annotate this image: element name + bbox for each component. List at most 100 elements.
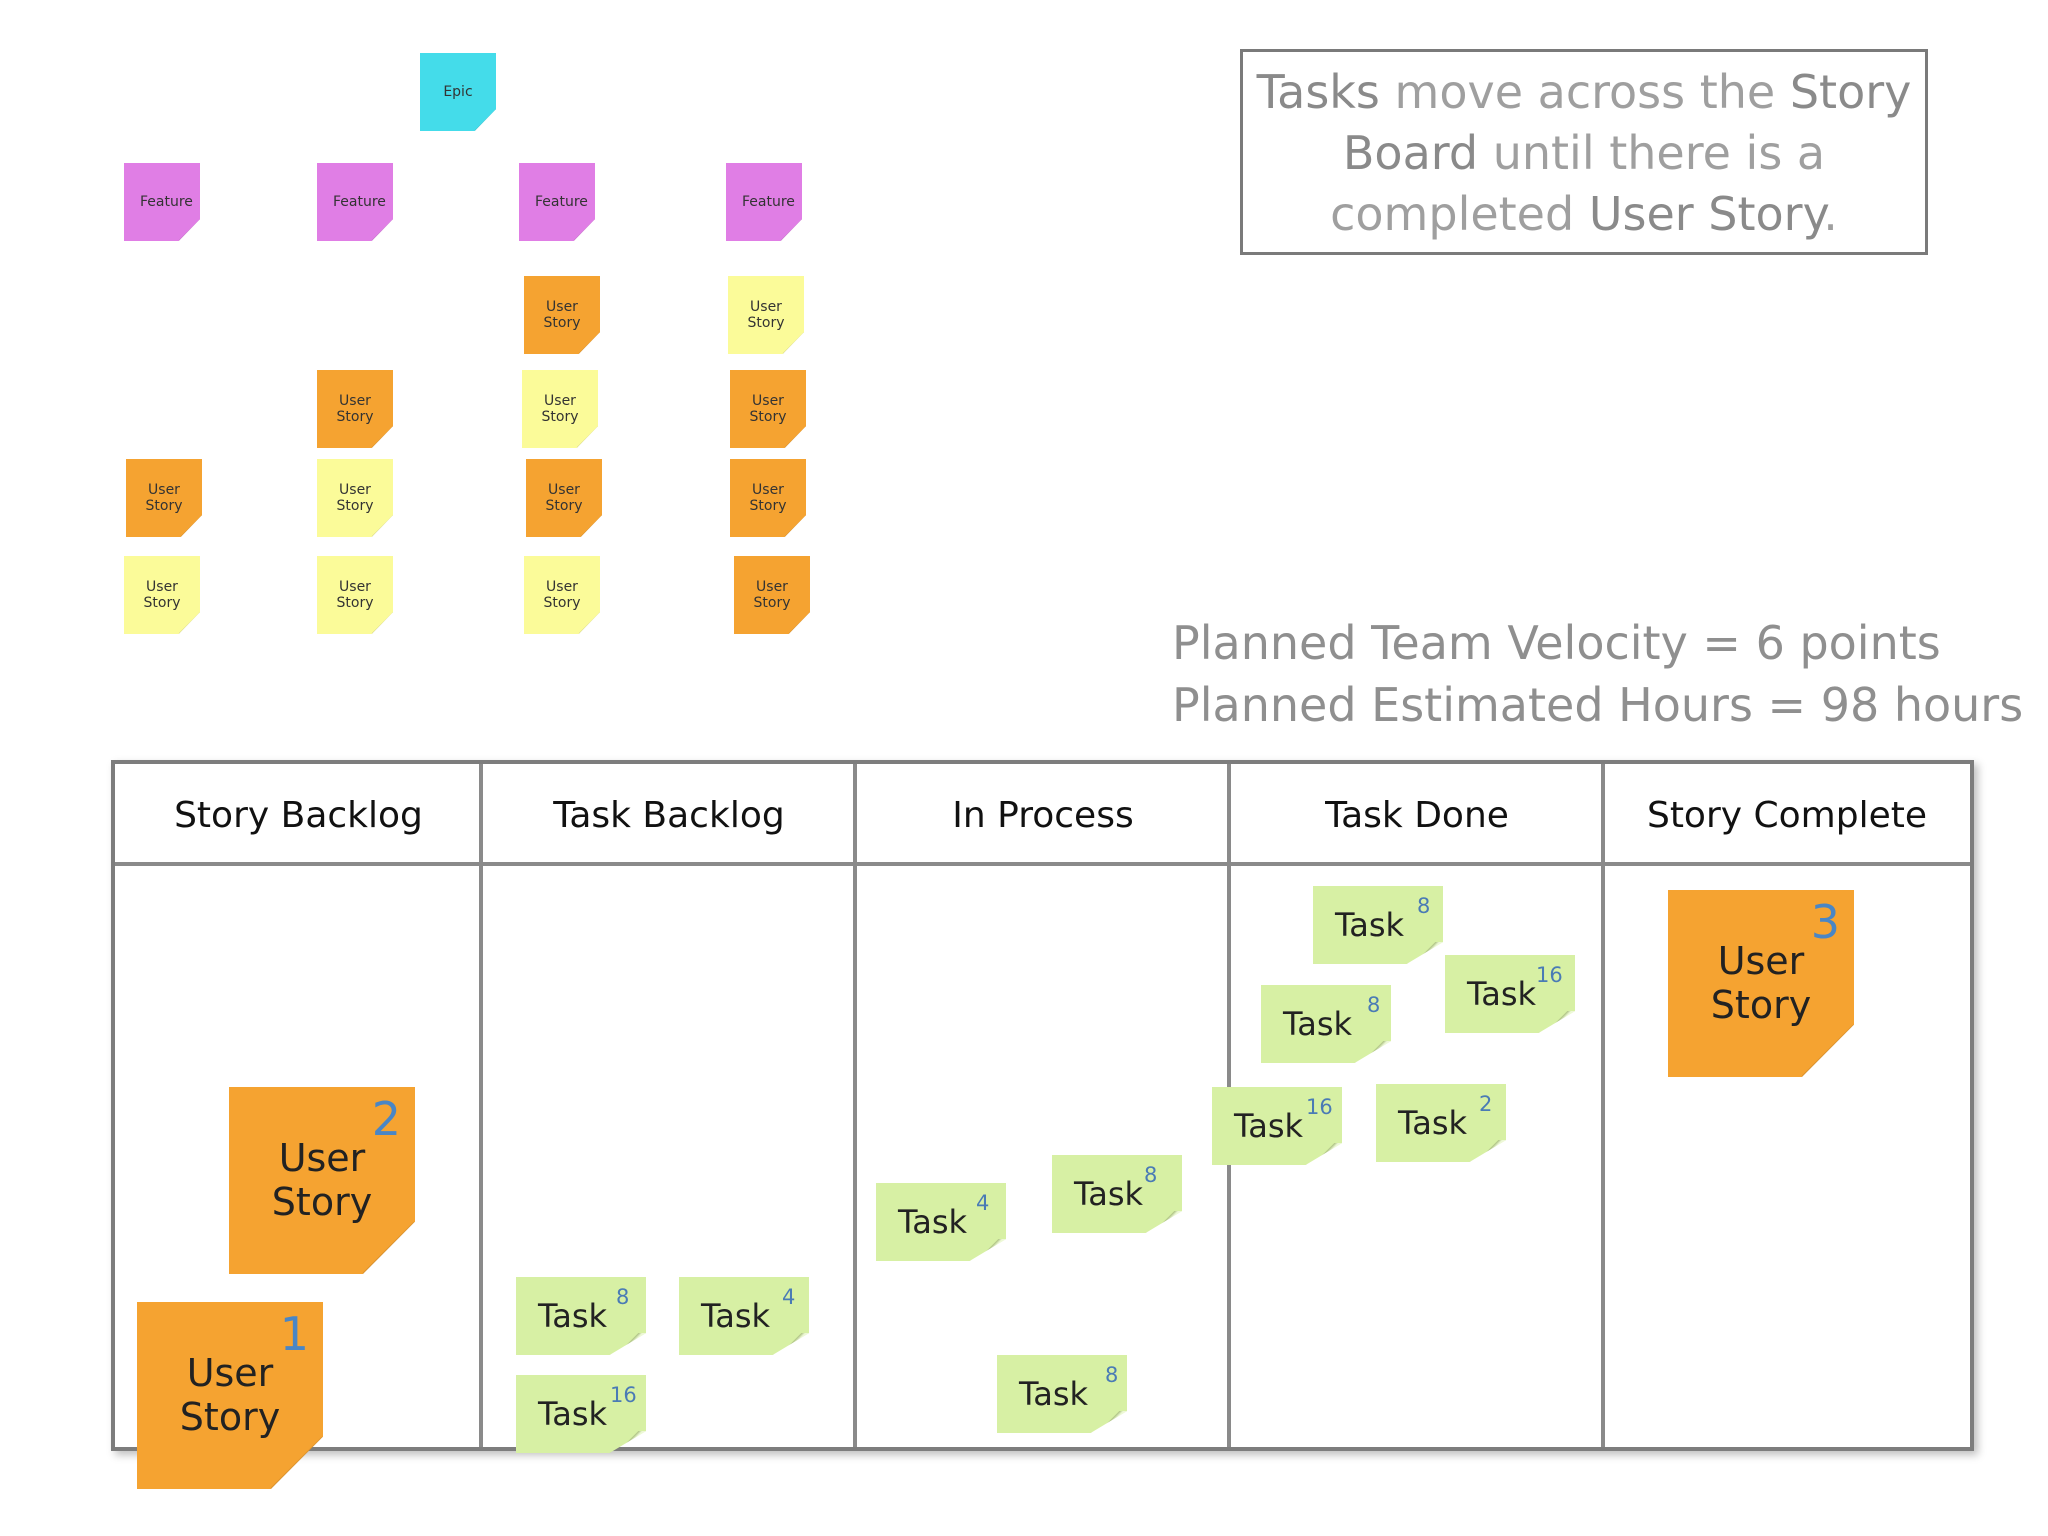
story-note-mini: User Story xyxy=(524,276,600,354)
task-label: Task xyxy=(1283,1004,1353,1043)
column-title: Task Done xyxy=(1325,794,1509,836)
task-label: Task xyxy=(538,1296,608,1335)
story-label-mini: User Story xyxy=(753,578,791,611)
feature-note: Feature xyxy=(124,163,200,241)
story-note-mini: User Story xyxy=(522,370,598,448)
story-label-mini: User Story xyxy=(541,392,579,425)
task-label: Task xyxy=(1398,1103,1468,1142)
info-text: move across the xyxy=(1379,65,1790,119)
info-text: . xyxy=(1823,187,1838,241)
story-label-mini: User Story xyxy=(545,481,583,514)
story-note-mini: User Story xyxy=(126,459,202,537)
story-label: User Story xyxy=(1710,938,1812,1027)
story-note-mini: User Story xyxy=(730,370,806,448)
epic-label: Epic xyxy=(443,83,473,100)
header-divider xyxy=(115,862,1970,866)
story-note-mini: User Story xyxy=(728,276,804,354)
story-note-mini: User Story xyxy=(124,556,200,634)
info-text: until there is a xyxy=(1478,126,1826,180)
feature-note: Feature xyxy=(519,163,595,241)
story-label: User Story xyxy=(179,1350,281,1439)
story-label-mini: User Story xyxy=(336,481,374,514)
story-note-mini: User Story xyxy=(524,556,600,634)
task-hours: 8 xyxy=(1144,1163,1158,1187)
story-label-mini: User Story xyxy=(749,481,787,514)
column-divider xyxy=(1601,764,1605,1447)
task-hours: 8 xyxy=(1367,993,1381,1017)
task-label: Task xyxy=(898,1202,968,1241)
user-story-card[interactable]: User Story 2 xyxy=(229,1087,415,1274)
feature-label: Feature xyxy=(535,193,588,210)
story-label-mini: User Story xyxy=(543,298,581,331)
column-header-task-backlog: Task Backlog xyxy=(482,764,856,866)
user-story-card[interactable]: User Story 1 xyxy=(137,1302,323,1489)
story-label-mini: User Story xyxy=(336,392,374,425)
story-points: 3 xyxy=(1810,895,1840,949)
info-line-3: completed User Story. xyxy=(1243,184,1925,245)
task-card[interactable]: Task 2 xyxy=(1376,1084,1506,1162)
velocity-line: Planned Team Velocity = 6 points xyxy=(1172,616,1941,670)
story-label-mini: User Story xyxy=(749,392,787,425)
task-card[interactable]: Task 8 xyxy=(997,1355,1127,1433)
task-label: Task xyxy=(1467,974,1537,1013)
task-hours: 16 xyxy=(1306,1095,1333,1119)
story-label-mini: User Story xyxy=(747,298,785,331)
task-card[interactable]: Task 4 xyxy=(679,1277,809,1355)
user-story-card[interactable]: User Story 3 xyxy=(1668,890,1854,1077)
story-points: 1 xyxy=(279,1307,309,1361)
task-card[interactable]: Task 8 xyxy=(1313,886,1443,964)
epic-note: Epic xyxy=(420,53,496,131)
column-header-in-process: In Process xyxy=(856,764,1230,866)
column-divider xyxy=(853,764,857,1447)
story-note-mini: User Story xyxy=(317,459,393,537)
column-title: Task Backlog xyxy=(553,794,785,836)
feature-label: Feature xyxy=(333,193,386,210)
task-label: Task xyxy=(701,1296,771,1335)
story-label: User Story xyxy=(271,1135,373,1224)
task-card[interactable]: Task 16 xyxy=(1212,1087,1342,1165)
feature-label: Feature xyxy=(140,193,193,210)
story-points: 2 xyxy=(371,1092,401,1146)
info-highlight: Story xyxy=(1789,65,1912,119)
info-text: completed xyxy=(1330,187,1589,241)
hours-line: Planned Estimated Hours = 98 hours xyxy=(1172,678,2024,732)
info-line-1: Tasks move across the Story xyxy=(1243,62,1925,123)
story-note-mini: User Story xyxy=(734,556,810,634)
task-card[interactable]: Task 16 xyxy=(1445,955,1575,1033)
column-header-story-backlog: Story Backlog xyxy=(115,764,482,866)
info-highlight: Tasks xyxy=(1256,65,1380,119)
task-label: Task xyxy=(538,1394,608,1433)
task-hours: 8 xyxy=(1417,894,1431,918)
feature-note: Feature xyxy=(317,163,393,241)
task-hours: 4 xyxy=(976,1191,990,1215)
info-line-2: Board until there is a xyxy=(1243,123,1925,184)
column-divider xyxy=(479,764,483,1447)
feature-label: Feature xyxy=(742,193,795,210)
task-card[interactable]: Task 8 xyxy=(1052,1155,1182,1233)
column-header-task-done: Task Done xyxy=(1230,764,1604,866)
task-hours: 16 xyxy=(610,1383,637,1407)
task-hours: 8 xyxy=(616,1285,630,1309)
task-label: Task xyxy=(1074,1174,1144,1213)
task-card[interactable]: Task 8 xyxy=(1261,985,1391,1063)
task-label: Task xyxy=(1019,1374,1089,1413)
column-header-story-complete: Story Complete xyxy=(1604,764,1970,866)
info-highlight: User Story xyxy=(1588,187,1824,241)
task-hours: 8 xyxy=(1105,1363,1119,1387)
story-note-mini: User Story xyxy=(526,459,602,537)
story-note-mini: User Story xyxy=(730,459,806,537)
task-hours: 16 xyxy=(1536,963,1563,987)
task-card[interactable]: Task 4 xyxy=(876,1183,1006,1261)
task-label: Task xyxy=(1234,1106,1304,1145)
story-label-mini: User Story xyxy=(543,578,581,611)
task-card[interactable]: Task 16 xyxy=(516,1375,646,1453)
story-label-mini: User Story xyxy=(336,578,374,611)
column-title: In Process xyxy=(952,794,1134,836)
task-card[interactable]: Task 8 xyxy=(516,1277,646,1355)
task-label: Task xyxy=(1335,905,1405,944)
task-hours: 2 xyxy=(1479,1092,1493,1116)
feature-note: Feature xyxy=(726,163,802,241)
info-box: Tasks move across the Story Board until … xyxy=(1240,49,1928,255)
task-hours: 4 xyxy=(782,1285,796,1309)
velocity-text: Planned Team Velocity = 6 points Planned… xyxy=(1172,612,2023,736)
